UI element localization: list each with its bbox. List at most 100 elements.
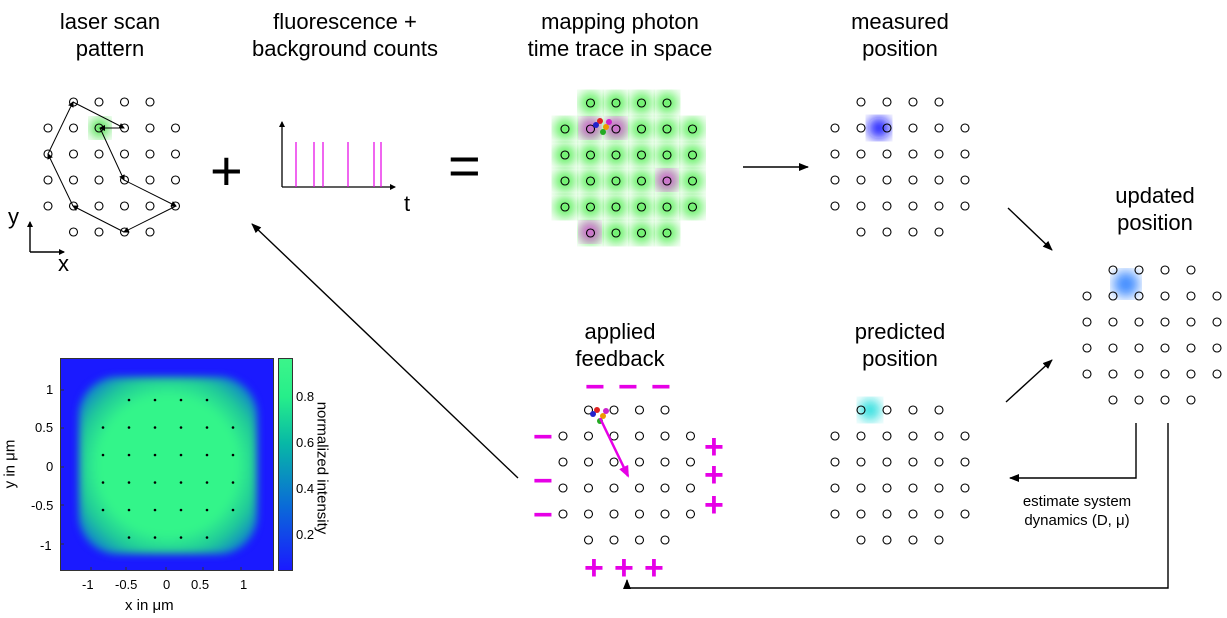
green-glow: [554, 170, 576, 192]
mapped-point: [611, 150, 621, 160]
feedback-grid-point: [558, 431, 568, 441]
mapped-point: [611, 202, 621, 212]
predicted-grid-point: [856, 509, 866, 519]
scan-point: [94, 227, 104, 237]
feedback-grid-point: [660, 405, 670, 415]
feedback-grid-point: [660, 457, 670, 467]
measured-grid-point: [960, 123, 970, 133]
scan-point: [119, 97, 130, 107]
mapped-point: [611, 176, 621, 186]
predicted-grid-point: [960, 509, 970, 519]
heatmap-scan-dot: [231, 426, 235, 429]
predicted-grid-point: [856, 457, 866, 467]
measured-grid-point: [960, 149, 970, 159]
measured-grid-point: [856, 149, 866, 159]
scan-point: [94, 175, 104, 185]
feedback-grid-point: [634, 535, 645, 545]
cbar-tick: 0.6: [296, 435, 315, 450]
feedback-grid-point: [685, 431, 696, 441]
heatmap-scan-dot: [153, 453, 157, 457]
feedback-grid-point: [660, 483, 670, 493]
arrow-to-updated: [1007, 207, 1053, 251]
measured-grid-point: [830, 123, 840, 133]
arrow-to-predicted-from: [1005, 359, 1053, 403]
molecule-atom: [597, 118, 603, 124]
feedback-grid-point: [558, 509, 568, 519]
feedback-grid-point: [660, 535, 670, 545]
feedback-grid-point: [685, 509, 696, 519]
mapped-point: [636, 98, 647, 108]
scan-point: [170, 175, 181, 185]
heatmap-scan-dot: [101, 481, 105, 484]
updated-grid-point: [1108, 395, 1118, 405]
heatmap-scan-dot: [101, 426, 105, 429]
heatmap-scan-dot: [101, 508, 105, 512]
y-tick: -1: [40, 538, 52, 553]
updated-grid-point: [1108, 343, 1118, 353]
scan-point: [68, 227, 79, 237]
scan-point: [43, 201, 53, 211]
scan-point: [145, 201, 155, 211]
measured-grid-point: [856, 201, 866, 211]
predicted-grid-point: [908, 431, 918, 441]
scan-point: [43, 123, 53, 133]
predicted-grid-point: [908, 535, 918, 545]
mapped-point: [636, 150, 647, 160]
heatmap-scan-dot: [179, 508, 183, 512]
updated-grid-point: [1108, 265, 1118, 275]
heatmap-scan-dot: [179, 398, 183, 402]
measured-grid-point: [960, 175, 970, 185]
heatmap-scan-dot: [205, 426, 209, 429]
feedback-grid-point: [583, 457, 594, 467]
updated-grid-point: [1160, 317, 1170, 327]
predicted-grid-point: [830, 509, 840, 519]
green-glow: [681, 144, 704, 166]
plus-sign: +: [584, 549, 604, 587]
feedback-grid-point: [660, 431, 670, 441]
updated-grid-point: [1134, 343, 1144, 353]
mapped-point: [662, 124, 672, 134]
green-glow: [656, 222, 678, 244]
feedback-arrow: [598, 417, 630, 478]
green-glow: [579, 144, 602, 166]
predicted-grid-point: [830, 431, 840, 441]
y-tick: 0: [46, 459, 54, 474]
heatmap-scan-dot: [231, 508, 235, 512]
predicted-grid-point: [934, 457, 944, 467]
mapped-point: [611, 228, 621, 238]
green-glow: [630, 196, 653, 218]
predicted-grid-point: [882, 483, 892, 493]
feedback-grid-point: [609, 509, 619, 519]
mapped-point: [687, 150, 698, 160]
scan-point: [94, 149, 104, 159]
measured-grid-point: [830, 149, 840, 159]
measured-glow: [868, 117, 890, 139]
green-glow: [630, 144, 653, 166]
scan-point: [68, 175, 79, 185]
feedback-grid-point: [609, 405, 619, 415]
scan-point: [145, 149, 155, 159]
feedback-grid-point: [583, 431, 594, 441]
green-glow: [630, 222, 653, 244]
mapped-point: [560, 202, 570, 212]
feedback-grid-point: [583, 509, 594, 519]
heatmap-scan-dot: [179, 536, 183, 539]
heatmap-scan-dot: [179, 453, 183, 457]
green-glow: [630, 92, 653, 114]
heatmap-scan-dot: [179, 426, 183, 429]
mapped-point: [636, 176, 647, 186]
heatmap-scan-dot: [205, 481, 209, 484]
green-glow: [656, 118, 678, 140]
predicted-grid-point: [882, 431, 892, 441]
predicted-grid-point: [908, 509, 918, 519]
measured-grid-point: [882, 149, 892, 159]
updated-grid-point: [1160, 395, 1170, 405]
y-tick: 0.5: [35, 420, 54, 435]
updated-grid-point: [1186, 369, 1196, 379]
measured-grid-point: [934, 175, 944, 185]
feedback-grid-point: [634, 483, 645, 493]
molecule-atom: [600, 413, 606, 419]
mapped-point: [662, 150, 672, 160]
minus-sign: −: [533, 462, 553, 500]
